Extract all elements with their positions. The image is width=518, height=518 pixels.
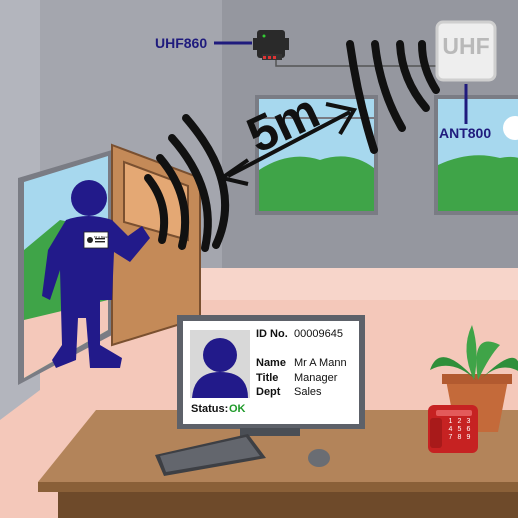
window-center bbox=[255, 95, 378, 215]
status-value: OK bbox=[229, 403, 246, 415]
ant800-antenna bbox=[435, 20, 497, 82]
keypad-key: 2 bbox=[457, 418, 462, 425]
id-label: ID No. bbox=[256, 328, 288, 340]
name-label: Name bbox=[256, 357, 286, 369]
id-value: 00009645 bbox=[294, 328, 343, 340]
window-right bbox=[434, 95, 518, 215]
title-label: Title bbox=[256, 372, 279, 384]
dept-label: Dept bbox=[256, 386, 281, 398]
signal-waves-left bbox=[144, 114, 230, 252]
mouse bbox=[308, 449, 330, 467]
keypad-key: 5 bbox=[457, 426, 462, 433]
status-label: Status: bbox=[191, 403, 229, 415]
antenna-label: ANT800 bbox=[439, 125, 492, 141]
keypad-key: 6 bbox=[466, 426, 471, 433]
monitor bbox=[177, 315, 365, 436]
keypad-device bbox=[428, 405, 478, 453]
keypad-digits: 1 2 3 4 5 6 7 8 9 bbox=[446, 418, 474, 441]
keypad-key: 1 bbox=[448, 418, 453, 425]
name-value: Mr A Mann bbox=[294, 357, 347, 369]
keypad-key: 9 bbox=[466, 434, 471, 441]
keyboard bbox=[155, 434, 266, 476]
antenna-face-label: UHF bbox=[442, 33, 490, 59]
id-badge bbox=[83, 231, 109, 249]
keypad-key: 8 bbox=[457, 434, 462, 441]
title-value: Manager bbox=[294, 372, 338, 384]
person-figure bbox=[42, 180, 150, 368]
dept-value: Sales bbox=[294, 386, 322, 398]
keypad-key: 4 bbox=[448, 426, 453, 433]
signal-waves-right bbox=[346, 40, 440, 154]
range-arrow bbox=[217, 102, 358, 186]
uhf860-reader bbox=[253, 30, 289, 60]
keypad-key: 3 bbox=[466, 418, 471, 425]
badge-text: Mr A Mann bbox=[94, 235, 109, 239]
desk bbox=[38, 410, 518, 518]
keypad-key: 7 bbox=[448, 434, 453, 441]
reader-label: UHF860 bbox=[155, 35, 208, 51]
